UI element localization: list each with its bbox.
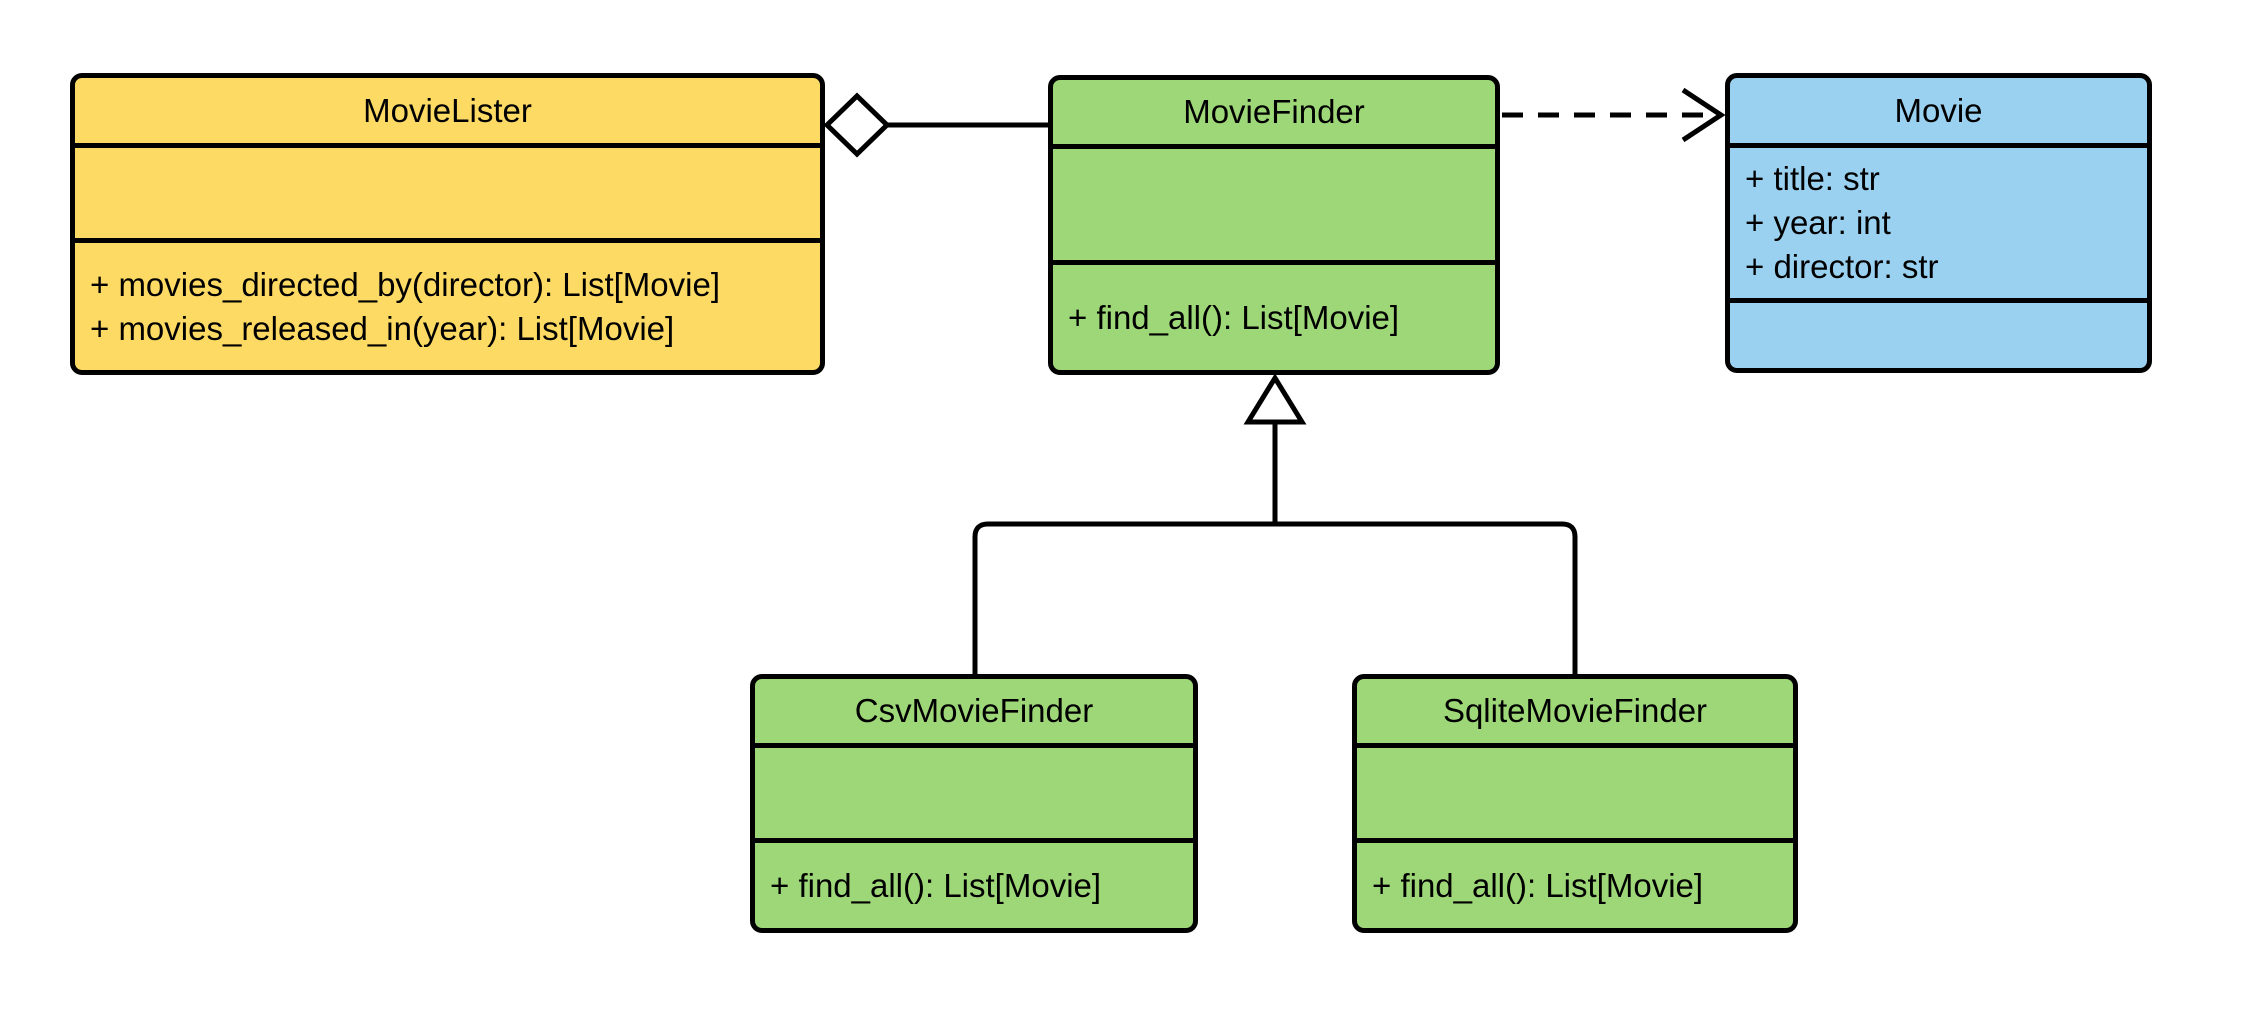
attribute-item: + director: str [1745,248,1939,285]
class-movielister: MovieLister + movies_directed_by(directo… [70,73,825,375]
inheritance-connector-tree [972,373,1578,678]
class-moviefinder-attributes [1053,144,1495,260]
class-csvmoviefinder: CsvMovieFinder + find_all(): List[Movie] [750,674,1198,933]
class-movie-attributes: + title: str + year: int + director: str [1730,143,2147,298]
method-item: + find_all(): List[Movie] [1068,298,1400,336]
attribute-item: + year: int [1745,204,1891,241]
method-item: + find_all(): List[Movie] [770,866,1102,904]
class-moviefinder: MovieFinder + find_all(): List[Movie] [1048,75,1500,375]
class-movie: Movie + title: str + year: int + directo… [1725,73,2152,373]
method-item: + movies_released_in(year): List[Movie] [90,309,675,347]
aggregation-connector-movielister-moviefinder [823,92,1052,158]
class-csvmoviefinder-title: CsvMovieFinder [854,692,1094,729]
open-arrowhead-icon [1681,87,1726,143]
inheritance-triangle-icon [1243,373,1307,425]
class-sqlitemoviefinder-title: SqliteMovieFinder [1442,692,1708,729]
method-item: + movies_directed_by(director): List[Mov… [90,265,720,303]
class-movie-title: Movie [1894,91,1983,129]
dependency-connector-moviefinder-movie [1502,87,1726,143]
class-movielister-title: MovieLister [363,91,532,129]
attribute-item: + title: str [1745,160,1880,197]
class-sqlitemoviefinder-methods: + find_all(): List[Movie] [1357,838,1793,928]
method-item: + find_all(): List[Movie] [1372,866,1704,904]
class-movielister-attributes [75,143,820,238]
class-sqlitemoviefinder: SqliteMovieFinder + find_all(): List[Mov… [1352,674,1798,933]
class-sqlitemoviefinder-attributes [1357,743,1793,838]
class-moviefinder-title: MovieFinder [1183,93,1365,130]
aggregation-diamond-icon [823,92,891,158]
class-movie-methods [1730,298,2147,368]
class-csvmoviefinder-methods: + find_all(): List[Movie] [755,838,1193,928]
class-movielister-methods: + movies_directed_by(director): List[Mov… [75,238,820,370]
class-csvmoviefinder-attributes [755,743,1193,838]
class-moviefinder-methods: + find_all(): List[Movie] [1053,260,1495,370]
inheritance-fork-line [972,521,1578,678]
